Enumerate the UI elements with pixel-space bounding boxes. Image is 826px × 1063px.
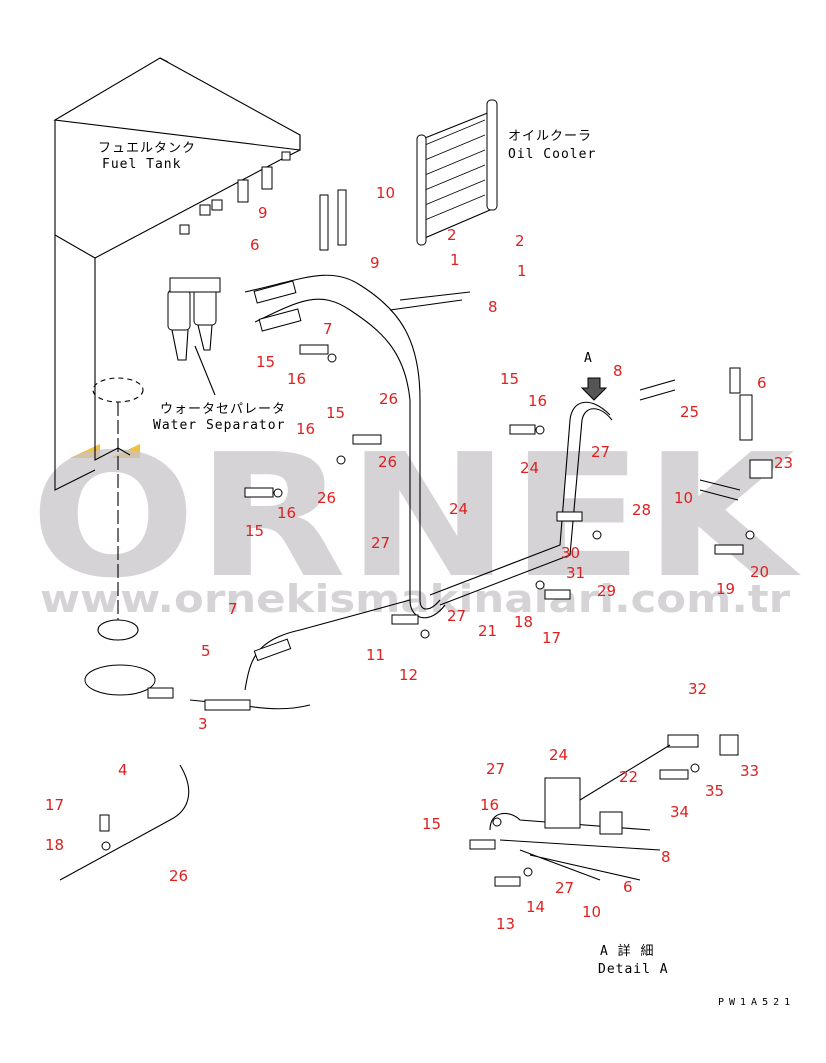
callout-number: 18 (45, 836, 64, 854)
detail-a (489, 734, 739, 881)
callout-number: 16 (528, 392, 547, 410)
callout-number: 27 (591, 443, 610, 461)
callout-number: 1 (450, 251, 460, 269)
callout-number: 27 (371, 534, 390, 552)
pump-assembly (84, 377, 174, 699)
callout-number: 16 (277, 504, 296, 522)
callout-number: 14 (526, 898, 545, 916)
callout-number: 27 (555, 879, 574, 897)
callout-number: 35 (705, 782, 724, 800)
water-separator (167, 277, 221, 396)
fuel-tank (53, 57, 301, 491)
callout-number: 24 (549, 746, 568, 764)
view-arrow-label: A (584, 351, 593, 366)
callout-number: 28 (632, 501, 651, 519)
callout-number: 7 (228, 600, 238, 618)
callout-number: 2 (447, 226, 457, 244)
callout-number: 6 (250, 236, 260, 254)
drawing-code: PW1A521 (718, 997, 795, 1008)
callout-number: 1 (517, 262, 527, 280)
callout-number: 29 (597, 582, 616, 600)
bolts (99, 344, 755, 887)
callout-number: 24 (520, 459, 539, 477)
view-arrow-a: A (580, 351, 608, 401)
callout-number: 19 (716, 580, 735, 598)
callout-number: 32 (688, 680, 707, 698)
callout-number: 17 (45, 796, 64, 814)
callout-number: 33 (740, 762, 759, 780)
callout-number: 2 (515, 232, 525, 250)
callout-number: 8 (661, 848, 671, 866)
callout-number: 15 (256, 353, 275, 371)
callout-number: 26 (378, 453, 397, 471)
callout-number: 16 (296, 420, 315, 438)
callout-number: 26 (379, 390, 398, 408)
callout-number: 10 (582, 903, 601, 921)
callout-number: 4 (118, 761, 128, 779)
water-separator-label-jp: ウォータセパレータ (160, 402, 286, 417)
callout-number: 26 (317, 489, 336, 507)
detail-label-jp: A 詳 細 (600, 943, 654, 959)
callout-number: 21 (478, 622, 497, 640)
callout-number: 24 (449, 500, 468, 518)
callout-number: 22 (619, 768, 638, 786)
callout-number: 11 (366, 646, 385, 664)
callout-number: 15 (245, 522, 264, 540)
callout-number: 3 (198, 715, 208, 733)
watermark-accent (110, 444, 140, 458)
watermark: ORNEK www.ornekismakinalari.com.tr (30, 418, 801, 621)
fuel-tank-label-en: Fuel Tank (102, 157, 181, 172)
callout-number: 26 (169, 867, 188, 885)
callout-number: 15 (326, 404, 345, 422)
callout-number: 20 (750, 563, 769, 581)
callout-number: 23 (774, 454, 793, 472)
callout-number: 15 (422, 815, 441, 833)
callout-number: 30 (561, 544, 580, 562)
callout-number: 15 (500, 370, 519, 388)
callout-number: 10 (376, 184, 395, 202)
callout-number: 6 (757, 374, 767, 392)
callout-number: 31 (566, 564, 585, 582)
callout-number: 17 (542, 629, 561, 647)
callout-number: 9 (258, 204, 268, 222)
callout-number: 8 (613, 362, 623, 380)
callout-number: 16 (480, 796, 499, 814)
oil-cooler-label-jp: オイルクーラ (508, 129, 592, 144)
callout-number: 13 (496, 915, 515, 933)
callout-number: 5 (201, 642, 211, 660)
callout-number: 7 (323, 320, 333, 338)
oil-cooler (416, 99, 498, 246)
callout-number: 16 (287, 370, 306, 388)
watermark-brand: ORNEK (30, 418, 801, 616)
callout-number: 8 (488, 298, 498, 316)
callout-number: 10 (674, 489, 693, 507)
callout-number: 9 (370, 254, 380, 272)
callout-number: 18 (514, 613, 533, 631)
callout-number: 34 (670, 803, 689, 821)
callout-number: 6 (623, 878, 633, 896)
oil-cooler-label-en: Oil Cooler (508, 147, 596, 162)
callout-number: 12 (399, 666, 418, 684)
water-separator-label-en: Water Separator (153, 418, 285, 433)
detail-label-en: Detail A (598, 962, 669, 977)
fuel-tank-label-jp: フュエルタンク (98, 141, 196, 156)
callout-number: 27 (447, 607, 466, 625)
callout-number: 25 (680, 403, 699, 421)
callout-number: 27 (486, 760, 505, 778)
watermark-accent (70, 444, 100, 458)
